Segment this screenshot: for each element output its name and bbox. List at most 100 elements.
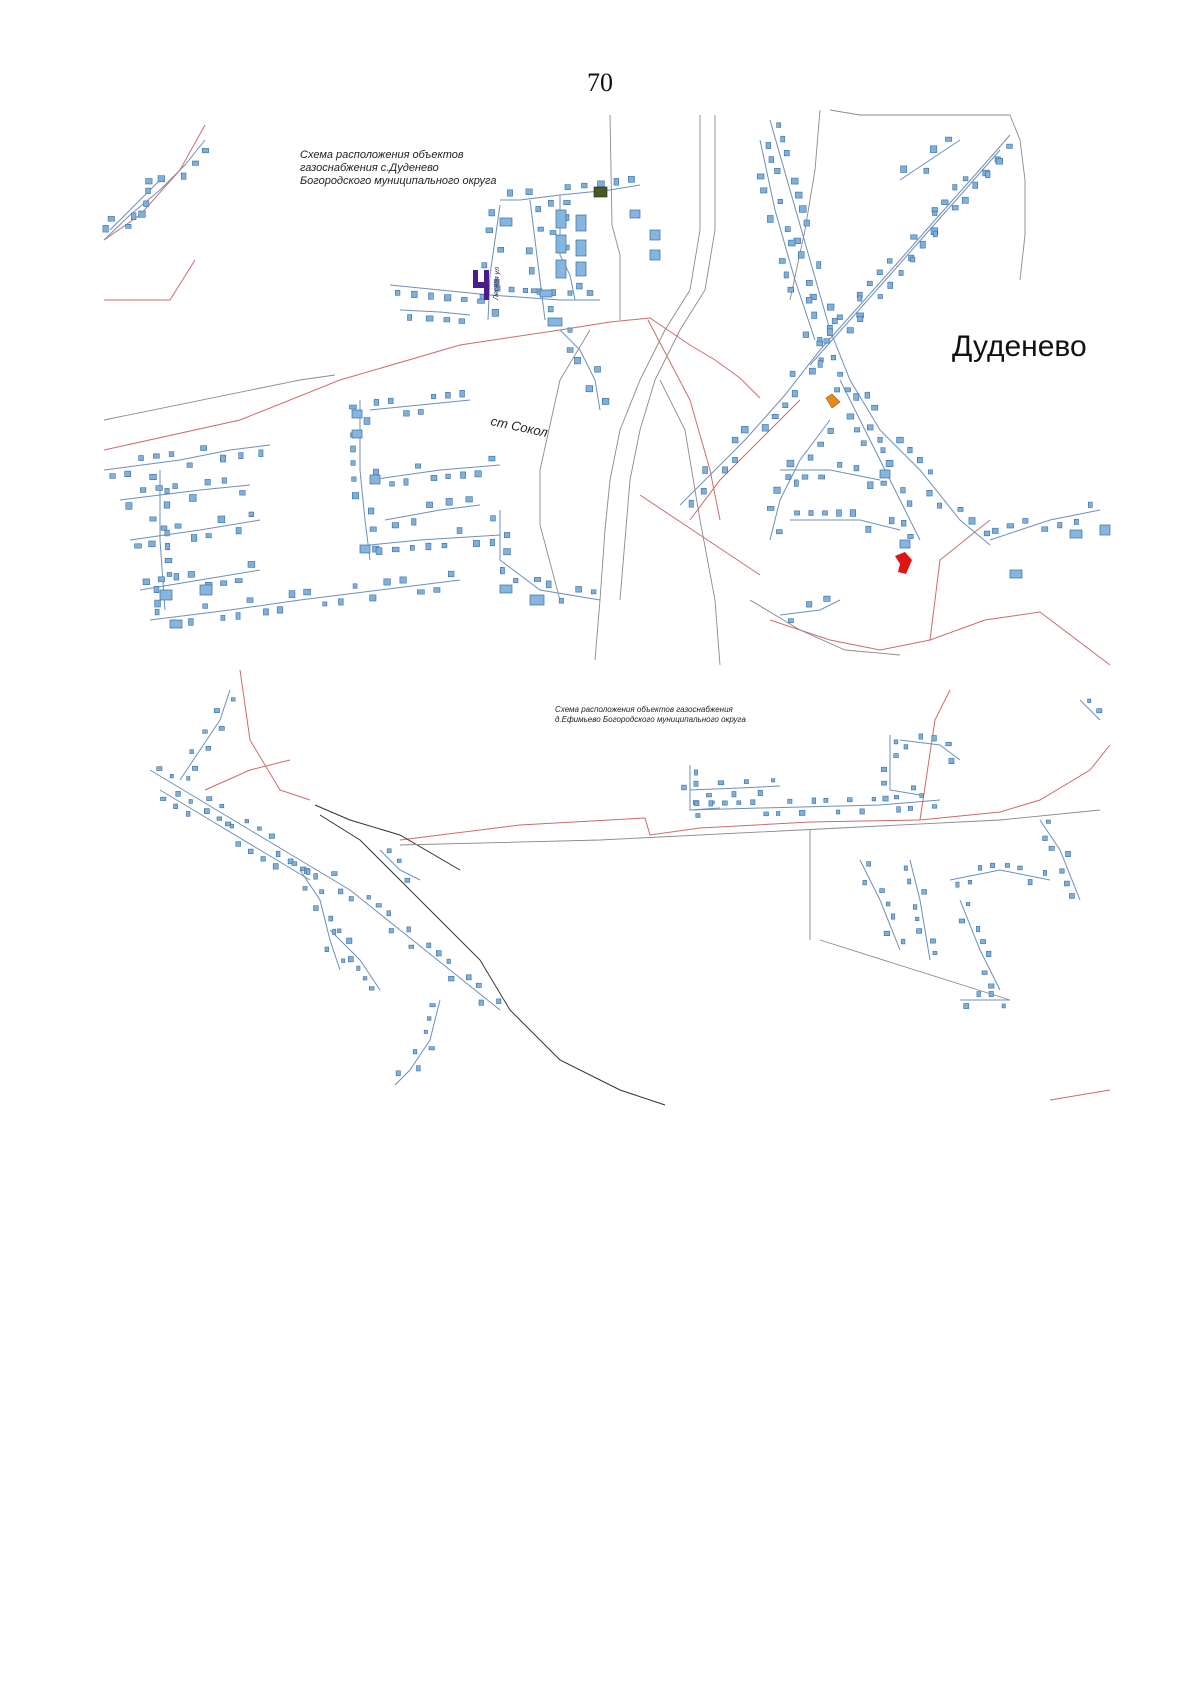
house-marker xyxy=(403,410,410,417)
house-marker xyxy=(786,459,795,468)
border-lines-efimyevo xyxy=(204,669,1111,1101)
house-marker xyxy=(788,618,794,624)
house-marker xyxy=(172,483,178,489)
house-marker xyxy=(885,459,894,467)
house-marker xyxy=(988,983,995,989)
house-marker xyxy=(968,517,976,525)
house-marker xyxy=(338,598,344,606)
house-marker xyxy=(871,797,876,802)
house-marker xyxy=(761,424,769,432)
house-marker xyxy=(918,733,923,740)
house-marker xyxy=(807,454,814,461)
house-marker xyxy=(958,918,966,924)
house-marker xyxy=(525,188,533,195)
house-markers-dudenevo xyxy=(102,122,1111,629)
house-marker xyxy=(811,311,818,319)
house-marker xyxy=(415,463,421,469)
house-marker xyxy=(367,507,375,515)
house-marker xyxy=(831,318,838,325)
house-marker xyxy=(481,262,488,269)
house-marker xyxy=(961,196,969,204)
house-marker xyxy=(912,904,918,910)
house-marker xyxy=(163,501,171,509)
house-marker xyxy=(456,527,463,534)
house-marker xyxy=(173,803,178,809)
house-marker xyxy=(717,780,725,786)
house-marker xyxy=(204,479,211,486)
house-marker xyxy=(496,998,502,1004)
house-marker xyxy=(887,281,893,289)
house-marker xyxy=(811,797,816,804)
rail-lines-efimyevo xyxy=(314,804,666,1106)
house-marker xyxy=(143,200,150,207)
house-marker xyxy=(356,965,361,971)
house-marker xyxy=(756,173,765,180)
house-marker xyxy=(765,142,771,149)
house-marker xyxy=(142,578,150,586)
house-marker xyxy=(475,982,482,988)
house-marker xyxy=(931,804,938,809)
house-marker xyxy=(741,426,749,434)
house-marker xyxy=(169,773,174,779)
house-marker xyxy=(930,938,936,944)
house-marker xyxy=(428,1046,435,1051)
house-marker xyxy=(776,122,782,128)
house-marker xyxy=(590,589,597,595)
house-marker xyxy=(836,314,843,320)
house-marker xyxy=(903,744,909,750)
house-marker xyxy=(528,267,535,275)
house-marker xyxy=(263,608,269,616)
house-marker xyxy=(351,476,357,482)
house-marker xyxy=(921,889,927,895)
house-marker xyxy=(827,303,835,311)
house-marker xyxy=(153,453,160,459)
house-marker xyxy=(239,490,246,496)
page-number: 70 xyxy=(587,68,613,97)
house-marker xyxy=(1001,1003,1006,1009)
house-marker xyxy=(972,181,978,189)
house-marker xyxy=(341,958,346,963)
house-marker xyxy=(836,509,842,517)
house-marker xyxy=(823,797,829,803)
house-marker xyxy=(923,167,930,174)
house-marker xyxy=(153,585,160,593)
house-marker xyxy=(168,451,175,457)
house-marker xyxy=(877,437,883,443)
house-marker xyxy=(774,168,781,174)
house-marker xyxy=(448,975,455,982)
house-marker xyxy=(983,530,991,537)
map-caption-efimyevo-line-2: д.Ефимьево Богородского муниципального о… xyxy=(555,715,746,724)
house-marker xyxy=(822,510,828,516)
house-marker xyxy=(465,496,473,503)
house-marker xyxy=(234,578,243,583)
house-marker xyxy=(109,473,116,479)
house-marker xyxy=(860,440,867,446)
house-marker xyxy=(429,1003,436,1008)
house-marker xyxy=(846,413,855,420)
house-marker xyxy=(992,527,999,534)
building-block xyxy=(575,261,587,277)
house-marker xyxy=(898,270,904,276)
house-marker xyxy=(879,888,885,893)
house-marker xyxy=(408,944,414,949)
border-lines xyxy=(103,124,1111,666)
house-marker xyxy=(138,455,144,461)
house-marker xyxy=(191,534,198,542)
house-marker xyxy=(791,177,799,185)
house-marker xyxy=(1006,523,1014,529)
house-marker xyxy=(945,136,953,142)
house-marker xyxy=(494,285,501,292)
house-marker xyxy=(866,280,873,287)
house-marker xyxy=(907,446,913,454)
house-marker xyxy=(948,758,955,765)
house-marker xyxy=(160,796,167,801)
house-marker xyxy=(915,916,920,922)
house-marker xyxy=(406,926,411,933)
house-marker xyxy=(700,487,707,495)
orange-building-marker xyxy=(825,393,841,409)
house-marker xyxy=(313,873,318,880)
house-marker xyxy=(783,150,790,157)
house-marker xyxy=(276,606,284,614)
house-marker xyxy=(507,189,513,197)
house-marker xyxy=(369,526,377,532)
